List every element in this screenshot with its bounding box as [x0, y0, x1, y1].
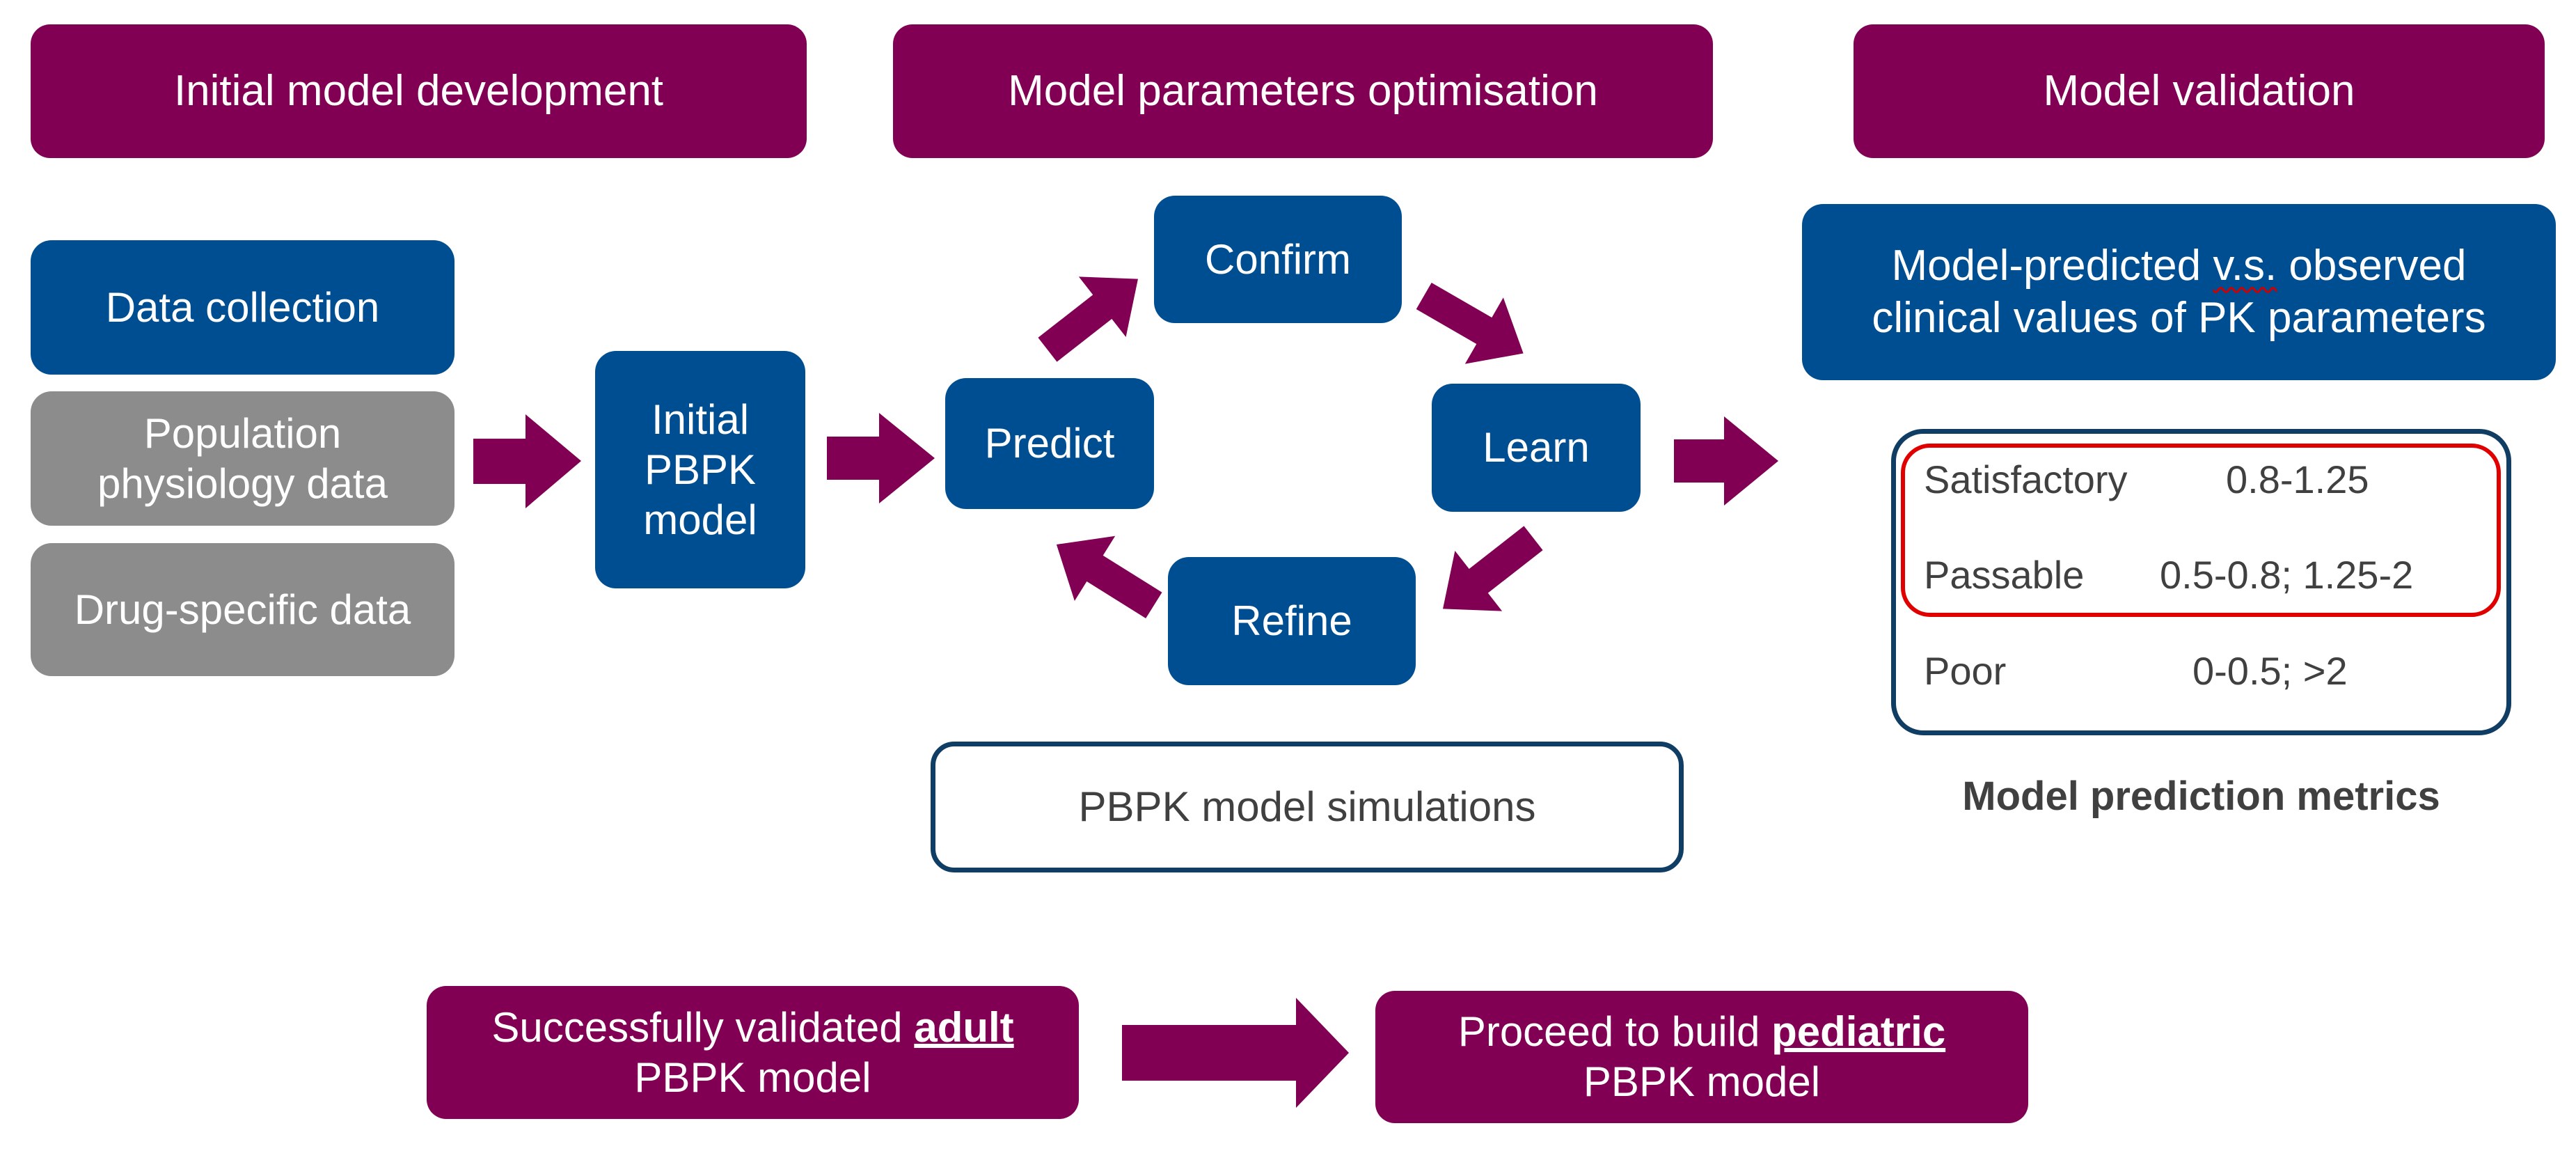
arrow-adult-to-pediatric	[1122, 998, 1349, 1108]
arrow-confirm-to-learn	[1416, 282, 1524, 364]
learn-label: Learn	[1483, 424, 1590, 471]
header-initial-label: Initial model development	[173, 66, 664, 115]
adult-line1: Successfully validated adult	[491, 1003, 1013, 1053]
header-model-parameters-optimisation: Model parameters optimisation	[893, 24, 1713, 158]
validation-line2: clinical values of PK parameters	[1872, 293, 2486, 342]
pediatric-line1: Proceed to build pediatric	[1458, 1007, 1945, 1057]
predict-box: Predict	[945, 378, 1154, 509]
metric-poor-label: Poor	[1924, 649, 2007, 693]
header-optimisation-label: Model parameters optimisation	[1008, 66, 1598, 115]
predicted-vs-observed-box: Model-predicted v.s. observed clinical v…	[1802, 204, 2556, 380]
header-initial-model-development: Initial model development	[31, 24, 807, 158]
pediatric-line2: PBPK model	[1583, 1058, 1821, 1105]
population-label-line2: physiology data	[97, 460, 388, 507]
validated-adult-model-box: Successfully validated adult PBPK model	[427, 986, 1079, 1119]
confirm-label: Confirm	[1204, 235, 1352, 283]
refine-box: Refine	[1168, 557, 1416, 685]
initial-model-line3: model	[643, 496, 757, 543]
arrow-refine-to-predict	[1056, 535, 1162, 619]
metric-satisfactory-range: 0.8-1.25	[2226, 457, 2369, 501]
validation-vs: v.s.	[2213, 242, 2277, 290]
metric-passable-range: 0.5-0.8; 1.25-2	[2160, 553, 2414, 597]
predict-label: Predict	[984, 420, 1115, 467]
pediatric-emphasis: pediatric	[1771, 1008, 1946, 1055]
arrow-inputs-to-initial	[473, 414, 581, 508]
learn-box: Learn	[1432, 384, 1641, 512]
arrow-learn-to-refine	[1443, 526, 1543, 611]
arrow-initial-to-predict	[827, 413, 935, 503]
simulations-label: PBPK model simulations	[1078, 783, 1536, 830]
adult-line1-pre: Successfully validated	[491, 1003, 915, 1051]
validation-line1-pre: Model-predicted	[1891, 242, 2213, 290]
arrow-predict-to-confirm	[1038, 276, 1138, 362]
validation-line1: Model-predicted v.s. observed	[1892, 240, 2467, 292]
header-validation-label: Model validation	[2043, 66, 2355, 115]
pediatric-line1-pre: Proceed to build	[1457, 1008, 1772, 1055]
validation-line1-post: observed	[2277, 242, 2467, 290]
metrics-box	[1891, 429, 2511, 735]
metric-satisfactory-label: Satisfactory	[1924, 457, 2128, 501]
adult-line2: PBPK model	[634, 1054, 871, 1101]
confirm-box: Confirm	[1154, 196, 1402, 323]
initial-model-line2: PBPK	[644, 446, 757, 493]
metrics-highlight	[1901, 444, 2501, 617]
initial-pbpk-model-box: Initial PBPK model	[595, 351, 805, 588]
header-model-validation: Model validation	[1854, 24, 2545, 158]
data-collection-label: Data collection	[105, 283, 380, 331]
population-physiology-box: Population physiology data	[31, 391, 455, 526]
drug-specific-box: Drug-specific data	[31, 543, 455, 676]
drug-specific-label: Drug-specific data	[74, 586, 411, 633]
population-label-line1: Population	[143, 409, 342, 457]
initial-model-line1: Initial	[651, 396, 750, 443]
metric-poor-range: 0-0.5; >2	[2192, 649, 2348, 693]
data-collection-box: Data collection	[31, 240, 455, 375]
adult-emphasis: adult	[914, 1003, 1014, 1051]
arrow-learn-to-validation	[1674, 416, 1778, 506]
metric-passable-label: Passable	[1924, 553, 2085, 597]
pbpk-model-simulations-box: PBPK model simulations	[931, 742, 1684, 872]
build-pediatric-model-box: Proceed to build pediatric PBPK model	[1375, 991, 2028, 1123]
refine-label: Refine	[1231, 597, 1352, 644]
metrics-caption: Model prediction metrics	[1962, 774, 2440, 819]
